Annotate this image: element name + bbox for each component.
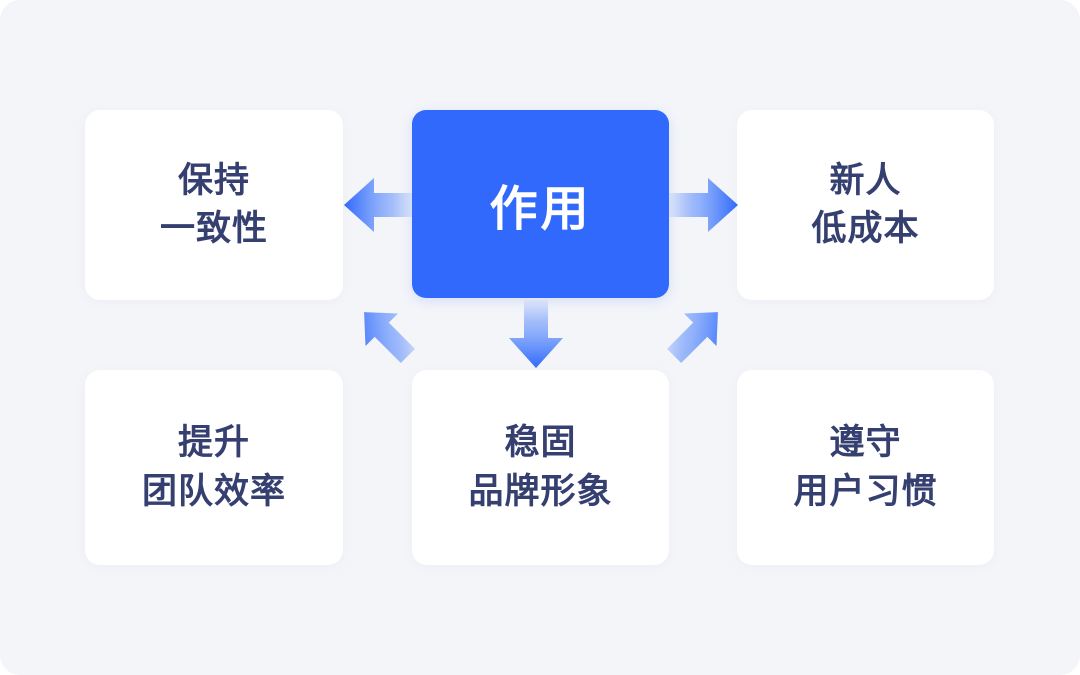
arrow-down-left-icon: [347, 298, 425, 370]
node-label-line1: 保持: [177, 160, 250, 200]
node-card-bottom-left[interactable]: 提升 团队效率: [85, 370, 343, 565]
node-label-line1: 新人: [829, 160, 902, 200]
node-label-line1: 遵守: [829, 423, 902, 463]
node-label-line2: 用户习惯: [793, 471, 938, 511]
node-label-line1: 稳固: [504, 423, 577, 463]
node-card-top-left[interactable]: 保持 一致性: [85, 110, 343, 300]
node-card-bottom-right[interactable]: 遵守 用户习惯: [737, 370, 994, 565]
center-node[interactable]: 作用: [412, 110, 669, 298]
arrow-down-icon: [505, 300, 567, 368]
node-card-top-right[interactable]: 新人 低成本: [737, 110, 994, 300]
node-card-bottom-center[interactable]: 稳固 品牌形象: [412, 370, 669, 565]
arrow-left-icon: [344, 174, 414, 236]
node-label-line1: 提升: [177, 423, 250, 463]
node-label-line2: 低成本: [811, 209, 920, 248]
node-label-line2: 一致性: [159, 209, 268, 248]
center-node-label: 作用: [489, 183, 592, 236]
arrow-right-icon: [668, 174, 738, 236]
node-label-line2: 团队效率: [141, 471, 286, 511]
node-label-line2: 品牌形象: [468, 471, 613, 511]
arrow-down-right-icon: [657, 298, 735, 370]
